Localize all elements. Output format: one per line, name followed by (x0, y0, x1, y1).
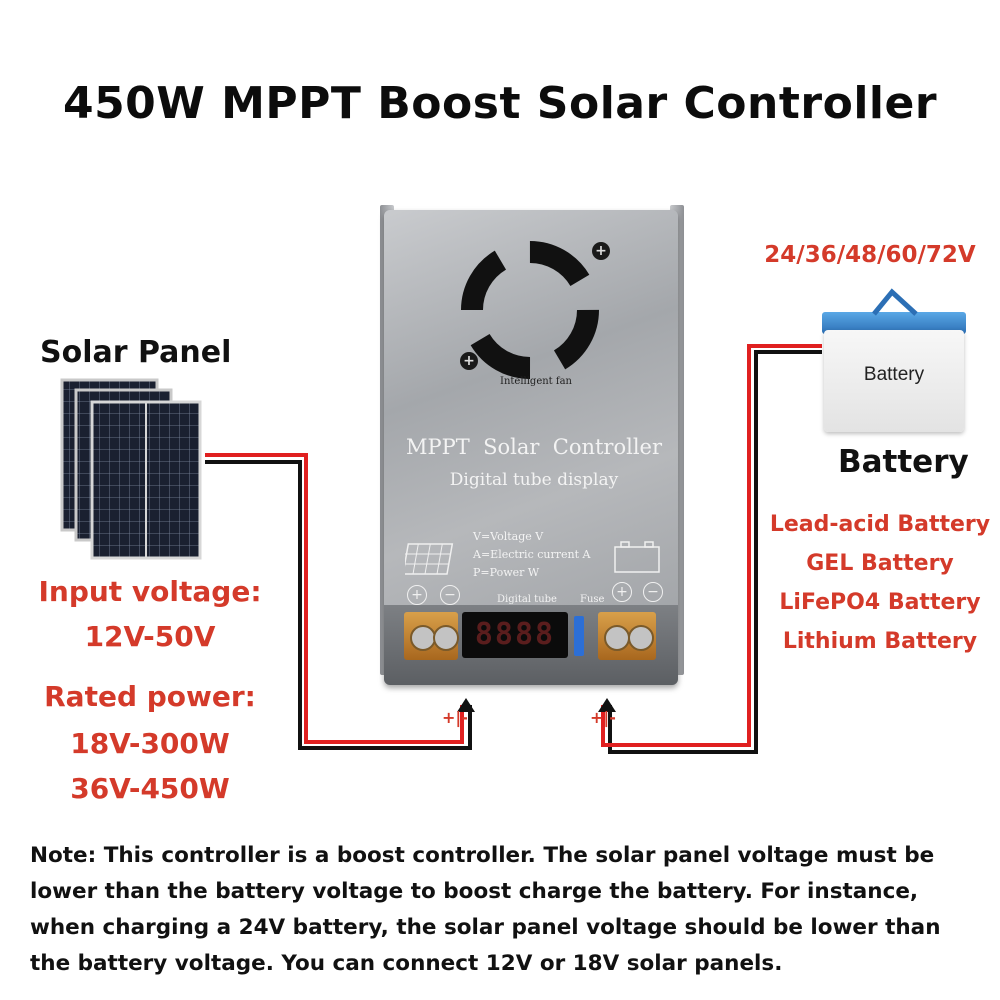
solar-panel-icon (405, 543, 454, 575)
boost-controller-note: Note: This controller is a boost control… (30, 843, 941, 976)
polarity-label-battery: +|- (590, 708, 616, 727)
rated-power-36v: 36V-450W (70, 772, 230, 805)
digital-tube-label: Digital tube (497, 594, 557, 605)
legend-current: A=Electric current A (473, 548, 591, 561)
legend-power: P=Power W (473, 566, 540, 579)
terminal-screw (604, 625, 630, 651)
battery-type-gel: GEL Battery (806, 551, 954, 576)
battery-icon (824, 330, 964, 432)
page-title: 450W MPPT Boost Solar Controller (62, 78, 938, 129)
solar-panel-icon (60, 378, 202, 560)
battery-icon-label: Battery (863, 364, 925, 385)
input-voltage-value: 12V-50V (84, 620, 216, 653)
legend-voltage: V=Voltage V (473, 530, 544, 543)
battery-type-lithium: Lithium Battery (782, 629, 978, 654)
solar-wire-black (205, 460, 472, 750)
solar-panel-heading: Solar Panel (40, 335, 232, 370)
terminal-screw (628, 625, 654, 651)
battery-wire-red (601, 344, 822, 747)
fuse-label: Fuse (580, 594, 605, 605)
battery-handle-icon (872, 288, 918, 316)
plus-icon: + (407, 585, 427, 605)
minus-icon: − (643, 582, 663, 602)
screw-icon: + (460, 352, 478, 370)
rated-power-18v: 18V-300W (70, 727, 230, 760)
battery-wire-black (608, 350, 822, 754)
arrow-up-icon (598, 698, 616, 712)
polarity-label-solar: +|- (442, 708, 468, 727)
arrow-up-icon (457, 698, 475, 712)
fuse (574, 616, 584, 656)
device-name: MPPT Solar Controller (405, 435, 663, 459)
digital-tube-display: 8888 (462, 612, 568, 658)
battery-lid (822, 312, 966, 334)
solar-wire-red (205, 453, 464, 744)
battery-icon (614, 541, 660, 573)
plus-icon: + (612, 582, 632, 602)
fan-icon (461, 241, 599, 379)
minus-icon: − (440, 585, 460, 605)
battery-type-lifepo4: LiFePO4 Battery (779, 590, 981, 615)
battery-voltages: 24/36/48/60/72V (764, 242, 976, 268)
battery-heading: Battery (838, 444, 969, 480)
battery-type-lead-acid: Lead-acid Battery (769, 512, 991, 537)
fan-label: Intelligent fan (500, 376, 572, 387)
screw-icon: + (592, 242, 610, 260)
device-subtitle: Digital tube display (449, 470, 619, 490)
terminal-screw (433, 625, 459, 651)
rated-power-label: Rated power: (44, 680, 256, 713)
input-voltage-label: Input voltage: (38, 575, 262, 608)
